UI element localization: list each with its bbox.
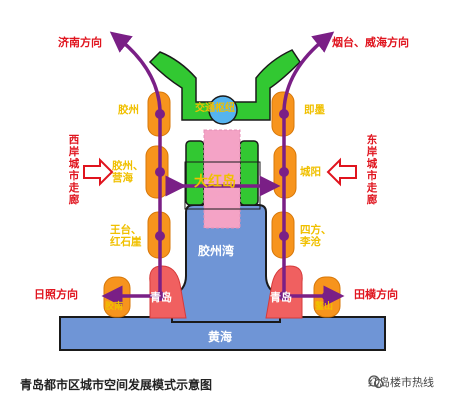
west-corridor-line [109, 31, 162, 296]
place-label-jimo: 即墨 [304, 104, 325, 116]
node-qingdao-west [155, 291, 165, 301]
direction-label-yantai-weihai: 烟台、威海方向 [332, 36, 409, 49]
node-qingdao-east [279, 291, 289, 301]
place-label-hub: 交通枢纽 [195, 103, 235, 114]
hub-left-column [185, 140, 205, 206]
node-sifang [279, 231, 289, 241]
west-corridor-arrow [83, 157, 114, 187]
pink-blob-1 [208, 136, 236, 164]
hub-blue-circle [208, 95, 238, 125]
place-label-aoshan: 鳌山 [315, 302, 334, 312]
place-label-jiaozhou-yinghai: 胶州、营海 [112, 160, 144, 185]
node-chengyang [279, 167, 289, 177]
diagram-caption: 青岛都市区城市空间发展模式示意图 [20, 378, 213, 392]
place-label-yellow-sea: 黄海 [208, 330, 233, 344]
place-label-jiaozhou: 胶州 [118, 104, 139, 116]
watermark: 红岛楼市热线 [368, 374, 434, 390]
east-corridor-arrow [326, 157, 357, 187]
place-label-qingdao-west: 青岛 [150, 291, 172, 304]
east-corridor-line [282, 31, 335, 296]
wechat-logo-icon [368, 375, 384, 389]
place-label-jiaozhou-bay: 胶州湾 [198, 244, 235, 258]
place-label-wanghe-hongshiya: 王台、红石崖 [110, 224, 142, 249]
corridor-nodes [112, 109, 332, 301]
watermark-text: 红岛楼市热线 [368, 376, 434, 389]
node-jimo [279, 109, 289, 119]
place-label-qingdao-east: 青岛 [270, 291, 292, 304]
node-jiaonan [112, 291, 122, 301]
place-label-jiaonan: 胶南 [105, 302, 124, 312]
node-wanghe [155, 231, 165, 241]
direction-label-rizhao: 日照方向 [34, 288, 78, 301]
corridor-label-east: 东岸城市走廊 [366, 134, 378, 206]
hub-right-column [239, 140, 259, 206]
pink-blob-3 [209, 195, 235, 221]
place-label-chengyang: 城阳 [300, 166, 321, 178]
place-label-sifang-licang: 四方、李沧 [300, 224, 332, 249]
node-aoshan [322, 291, 332, 301]
node-jiaozhou-yinghai [155, 167, 165, 177]
direction-label-tianheng: 田横方向 [354, 288, 398, 301]
corridor-label-west: 西岸城市走廊 [68, 134, 80, 206]
direction-label-jinan: 济南方向 [58, 36, 102, 49]
node-jiaozhou [155, 109, 165, 119]
place-label-center: 大红岛 [194, 174, 236, 190]
